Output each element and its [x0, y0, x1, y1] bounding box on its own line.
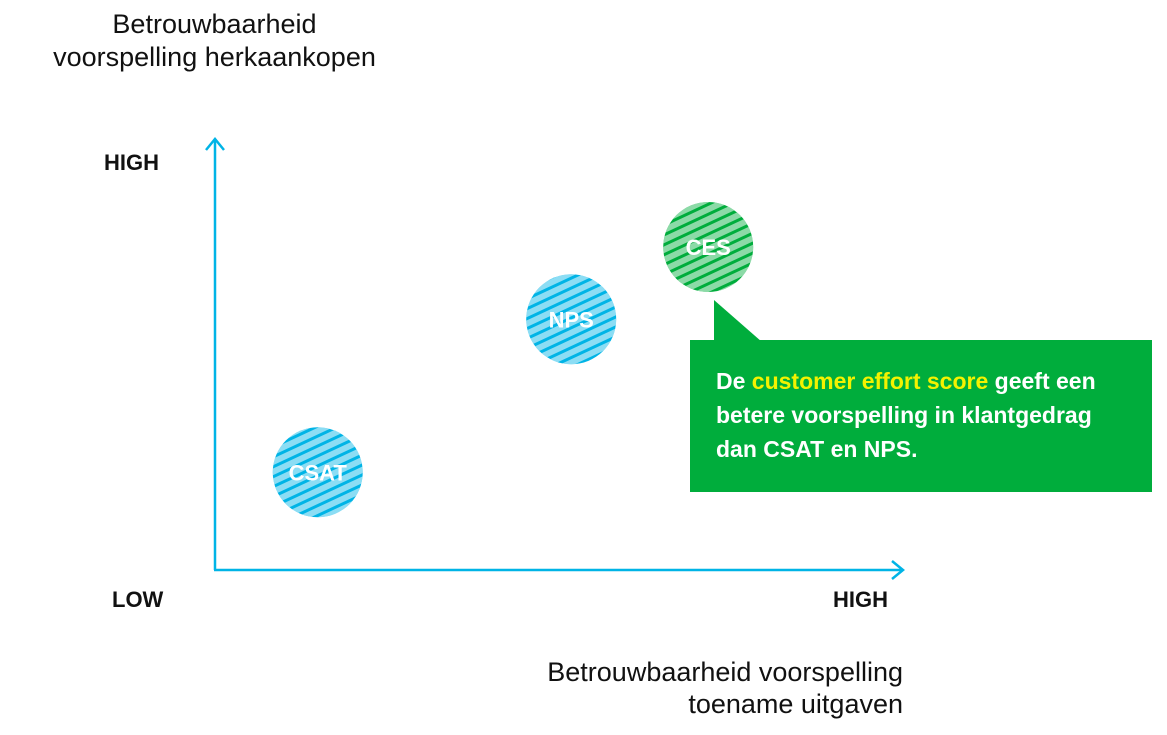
point-csat: CSAT [272, 427, 363, 518]
callout-pointer [714, 300, 762, 342]
y-axis-arrow-icon [205, 137, 225, 151]
callout-text-suffix: geeft een betere voorspelling in klantge… [716, 368, 1096, 462]
x-axis-label: Betrouwbaarheid voorspelling toename uit… [547, 656, 903, 720]
x-axis-label-line-2: toename uitgaven [688, 689, 903, 719]
point-ces: CES [663, 202, 754, 292]
y-tick-high: HIGH [104, 150, 159, 175]
callout-text-prefix: De [716, 368, 752, 394]
y-axis-label-line-2: voorspelling herkaankopen [53, 42, 376, 72]
point-hatch [272, 427, 363, 518]
point-label: NPS [549, 307, 594, 332]
ces-callout: De customer effort score geeft een beter… [690, 340, 1152, 492]
point-label: CES [686, 235, 731, 260]
point-hatch [663, 202, 754, 292]
x-axis-arrow-icon [891, 560, 905, 580]
y-axis-label: Betrouwbaarheid voorspelling herkaankope… [22, 8, 407, 74]
x-tick-low: LOW [112, 587, 164, 612]
x-axis-label-line-1: Betrouwbaarheid voorspelling [547, 657, 903, 687]
x-tick-high: HIGH [833, 587, 888, 612]
point-hatch [526, 274, 617, 365]
callout-highlight: customer effort score [751, 368, 989, 394]
point-label: CSAT [289, 460, 348, 485]
point-nps: NPS [526, 274, 617, 365]
y-axis-label-line-1: Betrouwbaarheid [112, 9, 317, 39]
